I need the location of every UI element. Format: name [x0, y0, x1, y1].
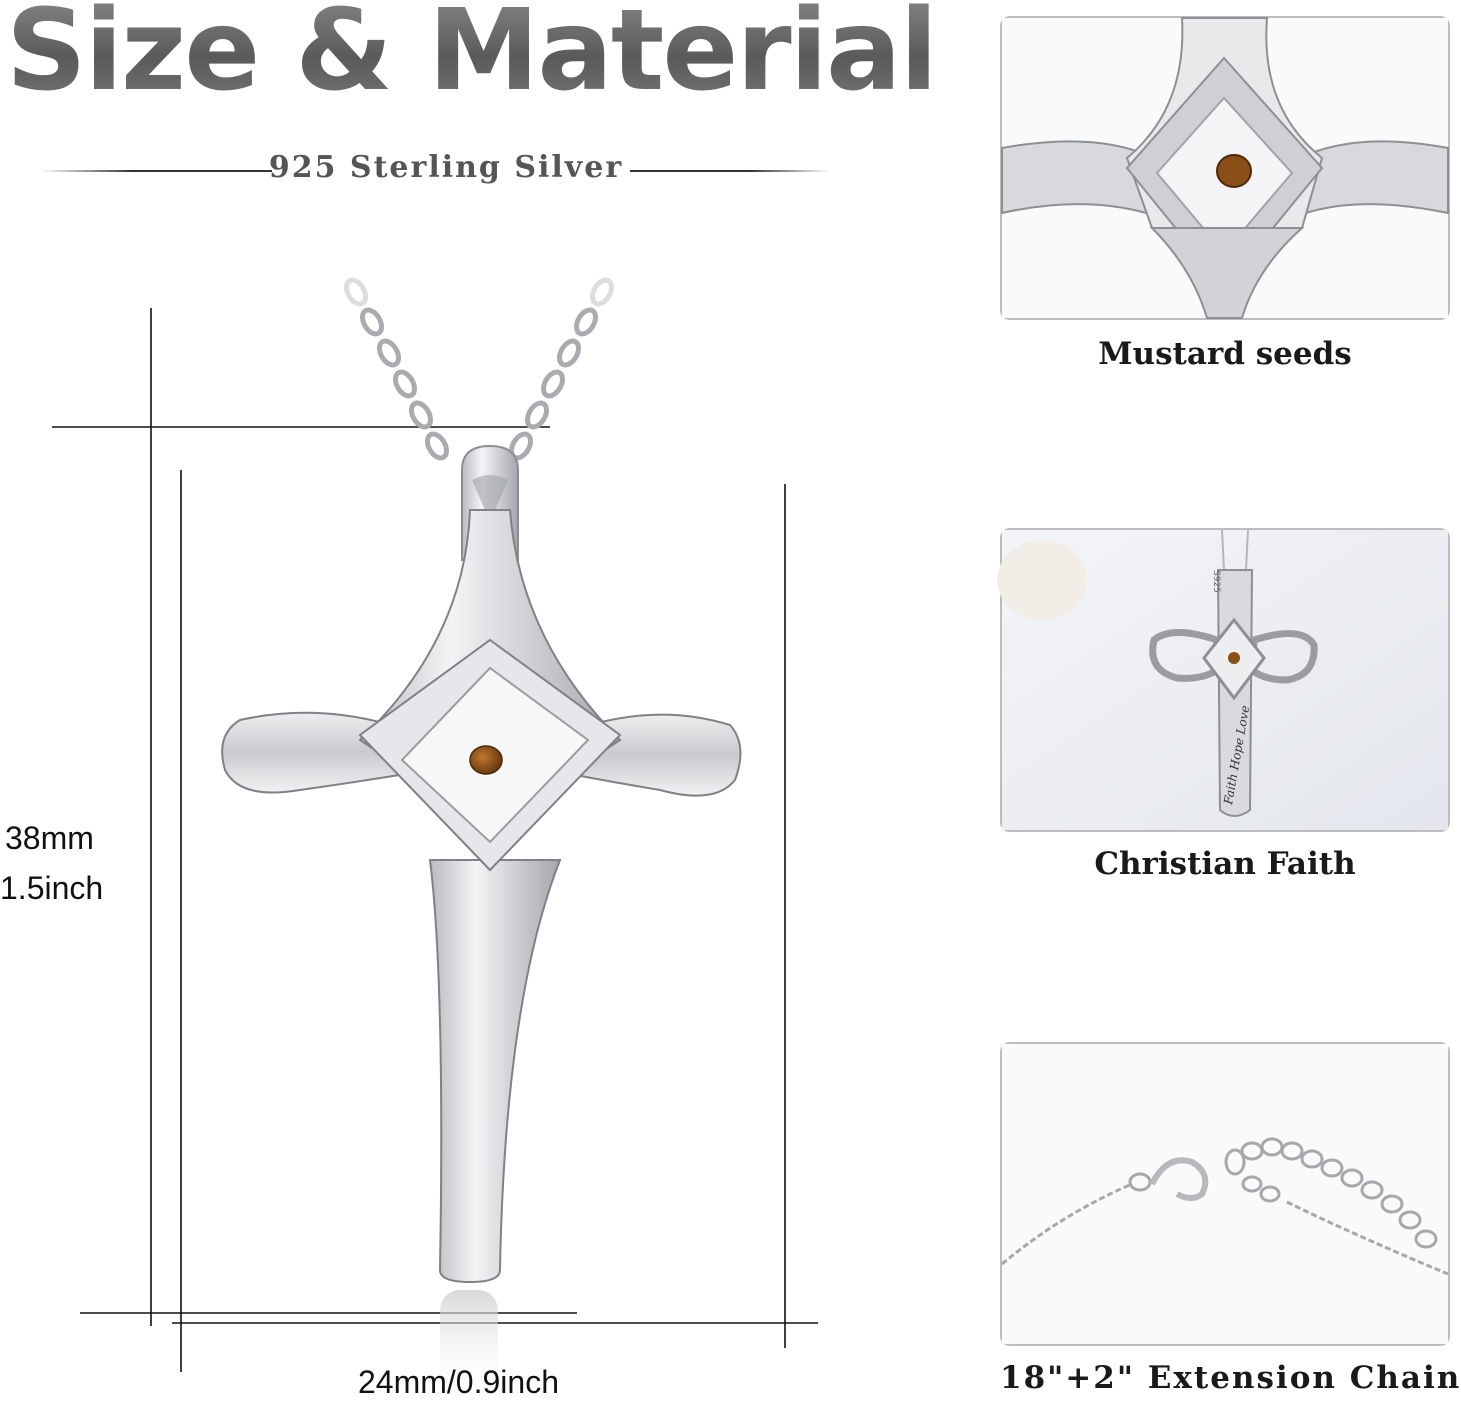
subtitle-divider-right: [630, 170, 830, 172]
height-mm-label: 38mm: [5, 820, 94, 856]
cross-body: [221, 509, 742, 1284]
mustard-seed-detail: [1216, 154, 1252, 188]
mustard-seed: [469, 745, 503, 775]
cross-pendant-illustration: [52, 277, 818, 1400]
feature-panel-extension-chain: [1000, 1042, 1450, 1346]
caption-extension-chain: 18"+2" Extension Chain: [1000, 1360, 1461, 1396]
feature-panel-christian-faith: Faith Hope Love S925: [997, 528, 1450, 832]
page-title: Size & Material: [6, 0, 938, 116]
subtitle-row: 925 Sterling Silver: [30, 148, 830, 192]
extension-chain-image: [1001, 1044, 1449, 1344]
width-label: 24mm/0.9inch: [358, 1364, 559, 1400]
feature-panel-mustard-seed: [1000, 16, 1450, 320]
faith-hope-love-engraving-image: Faith Hope Love S925: [997, 529, 1448, 830]
material-subtitle: 925 Sterling Silver: [268, 150, 624, 185]
hallmark-text: S925: [1211, 570, 1221, 593]
caption-christian-faith: Christian Faith: [1094, 846, 1356, 882]
dimension-guides: [52, 308, 818, 1372]
pendant-reflection: [440, 1290, 498, 1400]
caption-mustard-seeds: Mustard seeds: [1098, 336, 1352, 372]
necklace-chain: [344, 277, 614, 461]
subtitle-divider-left: [40, 170, 272, 172]
height-inch-label: 1.5inch: [0, 870, 104, 906]
mustard-seed-closeup-image: [1001, 17, 1449, 319]
